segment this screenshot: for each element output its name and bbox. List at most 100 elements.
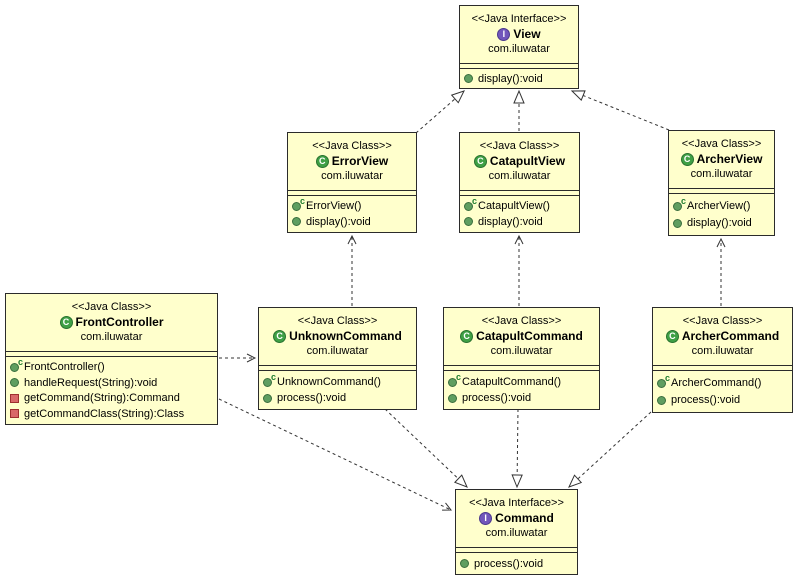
method-row: process():void <box>263 392 412 404</box>
method-row: CatapultCommand() <box>448 372 595 388</box>
constructor-method-icon <box>292 196 305 211</box>
class-name: FrontController <box>75 315 164 329</box>
package-label: com.iluwatar <box>485 527 548 539</box>
class-name-row: I Command <box>479 511 554 526</box>
method-label: FrontController() <box>24 361 105 374</box>
method-label: display():void <box>478 215 543 228</box>
class-box-unknowncommand[interactable]: <<Java Class>> C UnknownCommand com.iluw… <box>258 307 417 410</box>
class-name: ErrorView <box>331 154 389 168</box>
stereotype-label: <<Java Interface>> <box>469 497 564 509</box>
private-method-icon <box>10 393 19 403</box>
method-label: ArcherView() <box>687 200 751 212</box>
methods-compartment: ArcherCommand() process():void <box>653 371 792 412</box>
class-badge-icon: C <box>460 330 474 343</box>
public-method-icon <box>460 559 469 568</box>
class-name: CatapultCommand <box>476 329 583 343</box>
constructor-method-icon <box>448 372 461 387</box>
public-method-icon <box>464 217 473 227</box>
attributes-compartment <box>288 191 416 196</box>
method-label: process():void <box>474 557 544 570</box>
class-name-row: C UnknownCommand <box>273 329 402 344</box>
class-name-row: C FrontController <box>59 315 164 330</box>
class-badge-icon: C <box>59 316 73 329</box>
class-badge-icon: C <box>665 330 679 343</box>
class-box-frontcontroller[interactable]: <<Java Class>> C FrontController com.ilu… <box>5 293 218 425</box>
class-title: <<Java Class>> C CatapultCommand com.ilu… <box>444 308 599 366</box>
class-name: View <box>513 27 541 41</box>
constructor-method-icon <box>10 357 23 372</box>
class-title: <<Java Class>> C FrontController com.ilu… <box>6 294 217 352</box>
method-row: UnknownCommand() <box>263 372 412 388</box>
package-label: com.iluwatar <box>80 331 143 343</box>
method-label: CatapultCommand() <box>462 376 562 388</box>
class-badge-icon: C <box>680 153 694 166</box>
class-box-archerview[interactable]: <<Java Class>> C ArcherView com.iluwatar… <box>668 130 775 236</box>
class-box-catapultcommand[interactable]: <<Java Class>> C CatapultCommand com.ilu… <box>443 307 600 410</box>
class-box-view[interactable]: <<Java Interface>> I View com.iluwatar d… <box>459 5 579 89</box>
class-name-row: C CatapultView <box>473 154 565 169</box>
method-row: process():void <box>657 394 788 406</box>
class-badge-icon: C <box>315 155 329 168</box>
public-method-icon <box>263 393 272 403</box>
attributes-compartment <box>460 191 579 196</box>
package-label: com.iluwatar <box>306 345 369 357</box>
method-label: handleRequest(String):void <box>24 376 158 389</box>
method-row: ArcherCommand() <box>657 373 788 389</box>
method-label: process():void <box>671 394 741 406</box>
class-box-archercommand[interactable]: <<Java Class>> C ArcherCommand com.iluwa… <box>652 307 793 413</box>
method-row: display():void <box>464 73 574 85</box>
method-row: process():void <box>448 392 595 404</box>
stereotype-label: <<Java Class>> <box>682 315 763 327</box>
public-method-icon <box>464 74 473 83</box>
constructor-method-icon <box>673 196 686 211</box>
stereotype-label: <<Java Class>> <box>297 315 378 327</box>
methods-compartment: ErrorView() display():void <box>288 196 416 232</box>
class-box-errorview[interactable]: <<Java Class>> C ErrorView com.iluwatar … <box>287 132 417 233</box>
method-row: process():void <box>460 558 573 570</box>
class-name-row: I View <box>497 27 541 42</box>
realization-archerview-view <box>570 90 670 131</box>
stereotype-label: <<Java Class>> <box>479 140 560 152</box>
stereotype-label: <<Java Class>> <box>481 315 562 327</box>
method-label: getCommand(String):Command <box>24 392 180 405</box>
interface-badge-icon: I <box>497 28 511 41</box>
stereotype-label: <<Java Class>> <box>71 301 152 313</box>
class-title: <<Java Interface>> I Command com.iluwata… <box>456 490 577 548</box>
method-row: ErrorView() <box>292 196 412 212</box>
package-label: com.iluwatar <box>490 345 553 357</box>
class-badge-icon: C <box>473 155 487 168</box>
package-label: com.iluwatar <box>488 43 550 55</box>
attributes-compartment <box>460 64 578 69</box>
class-box-catapultview[interactable]: <<Java Class>> C CatapultView com.iluwat… <box>459 132 580 233</box>
method-label: process():void <box>277 392 347 404</box>
class-title: <<Java Interface>> I View com.iluwatar <box>460 6 578 64</box>
class-title: <<Java Class>> C ArcherView com.iluwatar <box>669 131 774 189</box>
class-title: <<Java Class>> C CatapultView com.iluwat… <box>460 133 579 191</box>
method-row: getCommandClass(String):Class <box>10 408 213 420</box>
method-row: display():void <box>292 216 412 228</box>
stereotype-label: <<Java Class>> <box>681 138 762 150</box>
attributes-compartment <box>259 366 416 371</box>
attributes-compartment <box>456 548 577 553</box>
method-label: CatapultView() <box>478 200 550 213</box>
stereotype-label: <<Java Interface>> <box>471 13 567 25</box>
constructor-method-icon <box>263 372 276 387</box>
realization-catapultcommand-command <box>511 408 523 489</box>
class-name-row: C ArcherCommand <box>665 329 779 344</box>
class-name-row: C CatapultCommand <box>460 329 583 344</box>
class-title: <<Java Class>> C UnknownCommand com.iluw… <box>259 308 416 366</box>
interface-badge-icon: I <box>479 512 493 525</box>
class-badge-icon: C <box>273 330 287 343</box>
method-label: UnknownCommand() <box>277 376 381 388</box>
class-name-row: C ArcherView <box>680 152 762 167</box>
class-box-command[interactable]: <<Java Interface>> I Command com.iluwata… <box>455 489 578 575</box>
public-method-icon <box>292 217 301 227</box>
realization-unknowncommand-command <box>384 408 468 488</box>
public-method-icon <box>448 393 457 403</box>
public-method-icon <box>673 218 682 228</box>
constructor-method-icon <box>657 373 670 388</box>
method-label: process():void <box>462 392 532 404</box>
constructor-method-icon <box>464 196 477 211</box>
class-name-row: C ErrorView <box>315 154 389 169</box>
methods-compartment: ArcherView() display():void <box>669 194 774 235</box>
